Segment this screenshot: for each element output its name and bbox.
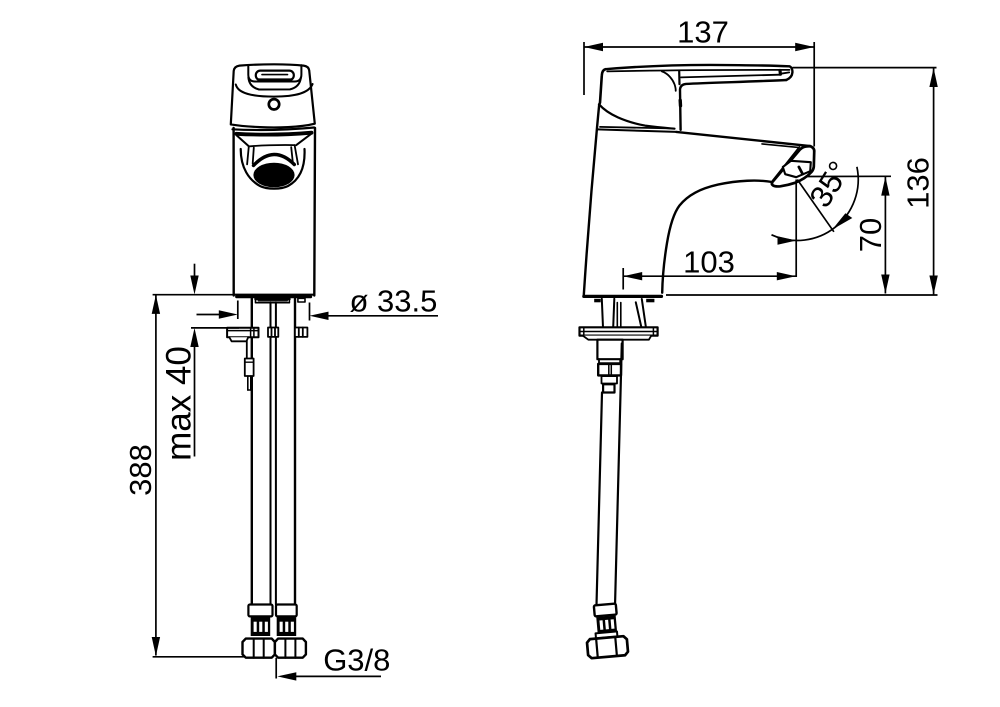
- svg-text:136: 136: [901, 157, 936, 209]
- svg-text:137: 137: [677, 15, 729, 50]
- svg-text:ø 33.5: ø 33.5: [350, 284, 438, 319]
- svg-text:G3/8: G3/8: [323, 643, 390, 678]
- svg-text:103: 103: [683, 245, 735, 280]
- svg-text:70: 70: [853, 218, 888, 252]
- svg-text:388: 388: [123, 444, 158, 496]
- svg-text:max 40: max 40: [160, 346, 199, 461]
